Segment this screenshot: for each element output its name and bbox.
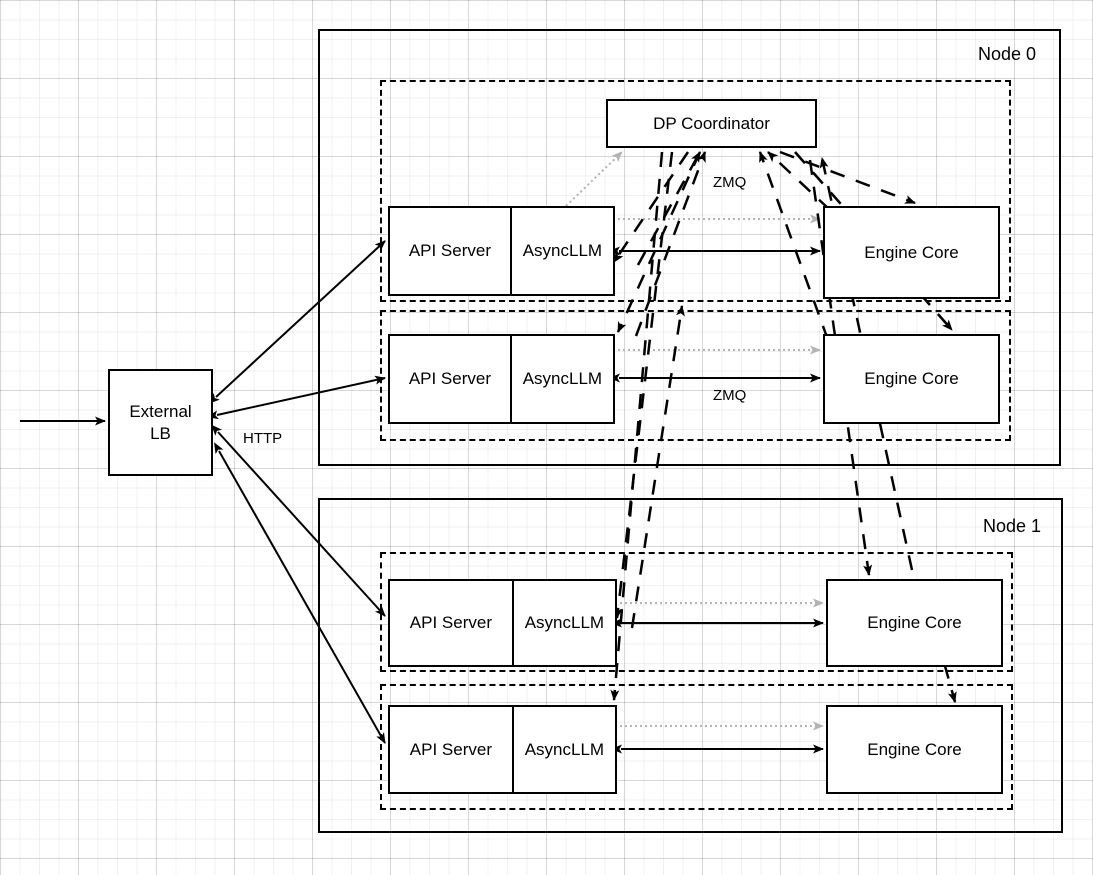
lb-to-node1-dp1-api-arrow	[214, 442, 386, 744]
node-0-dp-0-engine-core-box[interactable]: Engine Core	[823, 206, 1000, 299]
node0-dp0-engine-to-coordinator-dashed-arrow	[767, 151, 831, 211]
node-0-dp-0-frontend-box[interactable]: API Server AsyncLLM	[388, 206, 615, 296]
dp-coordinator-box[interactable]: DP Coordinator	[606, 99, 817, 148]
node-0-dp-0-api-server-label: API Server	[408, 241, 492, 260]
node-1-container	[318, 498, 1063, 833]
node-1-dp-1-engine-core-box[interactable]: Engine Core	[826, 705, 1003, 794]
dp-coordinator-label: DP Coordinator	[653, 113, 770, 133]
coordinator-to-node0-dp1-asyncllm-dashed-arrow	[616, 151, 702, 333]
node-0-dp-1-api-server-cell[interactable]: API Server	[390, 336, 512, 422]
node-1-dp-0-engine-core-label: Engine Core	[867, 613, 962, 633]
zmq-label-node-0-dp-1: ZMQ	[713, 387, 747, 404]
zmq-label-node-0-dp-0: ZMQ	[713, 174, 747, 191]
external-lb-box[interactable]: External LB	[108, 369, 213, 476]
node-1-label: Node 1	[983, 516, 1042, 536]
node-1-dp-0-api-server-cell[interactable]: API Server	[390, 581, 514, 665]
node-1-dp-1-asyncllm-label: AsyncLLM	[524, 739, 605, 759]
node-1-dp-0-api-server-label: API Server	[409, 613, 492, 632]
node-1-dp-1-asyncllm-cell[interactable]: AsyncLLM	[514, 707, 615, 792]
node1-dp0-asyncllm-to-coordinator-dashed-arrow	[630, 305, 685, 629]
node-0-dp-0-asyncllm-label: AsyncLLM	[522, 241, 603, 260]
node-0-dp-group-0	[380, 80, 1011, 302]
external-lb-label-line2: LB	[150, 423, 171, 443]
http-edge-label: HTTP	[243, 430, 283, 447]
node-0-dp-1-asyncllm-cell[interactable]: AsyncLLM	[512, 336, 613, 422]
node-1-dp-0-frontend-box[interactable]: API Server AsyncLLM	[388, 579, 617, 667]
node-1-dp-0-asyncllm-label: AsyncLLM	[524, 613, 605, 632]
node-1-dp-1-frontend-box[interactable]: API Server AsyncLLM	[388, 705, 617, 794]
node-0-dp-group-1	[380, 310, 1011, 441]
node-1-dp-1-api-server-label: API Server	[409, 739, 492, 759]
node-1-dp-1-engine-core-label: Engine Core	[867, 739, 962, 759]
node-0-dp-1-frontend-box[interactable]: API Server AsyncLLM	[388, 334, 615, 424]
node0-dp1-engine-to-coordinator-dashed-arrow	[758, 151, 830, 341]
external-lb-label: External LB	[129, 401, 191, 444]
coordinator-to-node1-dp1-asyncllm-dashed-arrow	[610, 151, 664, 701]
node-0-label: Node 0	[978, 44, 1037, 64]
node-0-dp-0-api-server-cell[interactable]: API Server	[390, 208, 512, 294]
node-0-dp-1-engine-core-box[interactable]: Engine Core	[823, 334, 1000, 424]
node-0-dp-1-asyncllm-label: AsyncLLM	[522, 369, 603, 388]
node0-dp1-asyncllm-to-coordinator-dashed-arrow	[634, 151, 707, 337]
node-0-dp-0-engine-core-label: Engine Core	[864, 242, 959, 262]
node-0-container	[318, 29, 1061, 466]
node-1-dp-1-api-server-cell[interactable]: API Server	[390, 707, 514, 792]
node-1-dp-group-0	[380, 552, 1013, 672]
lb-to-node0-dp1-api-arrow	[207, 375, 386, 420]
node-1-dp-group-1	[380, 684, 1013, 810]
lb-to-node0-dp0-api-arrow	[208, 240, 386, 404]
node0-dp0-asyncllm-to-coordinator-dashed-arrow	[636, 151, 702, 266]
external-lb-label-line1: External	[129, 402, 192, 422]
node-1-dp-0-engine-core-box[interactable]: Engine Core	[826, 579, 1003, 667]
node-0-dp-1-api-server-label: API Server	[408, 369, 492, 388]
coordinator-to-node0-dp0-engine-dashed-arrow	[779, 150, 916, 205]
node-0-dp-1-engine-core-label: Engine Core	[864, 369, 959, 389]
node-0-dp-0-asyncllm-cell[interactable]: AsyncLLM	[512, 208, 613, 294]
node-1-dp-0-asyncllm-cell[interactable]: AsyncLLM	[514, 581, 615, 665]
coordinator-to-node1-dp0-asyncllm-dashed-arrow	[613, 151, 674, 619]
coordinator-to-node0-dp0-asyncllm-dashed-arrow	[612, 151, 690, 263]
